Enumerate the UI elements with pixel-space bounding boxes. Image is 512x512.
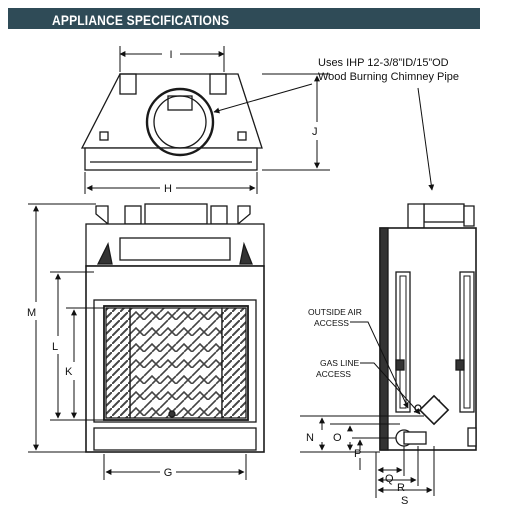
dimension-label-g: G (164, 467, 173, 479)
gas-line-leader (360, 362, 421, 415)
dimension-h (84, 172, 258, 194)
dimension-label-m: M (27, 307, 36, 319)
side-view (379, 203, 477, 451)
dimension-label-q: Q (385, 473, 394, 485)
dimension-j (262, 73, 330, 171)
dimension-label-n: N (306, 432, 314, 444)
dimension-g (103, 454, 247, 480)
herringbone-firebrick (129, 307, 223, 419)
outside-air-leader (350, 321, 409, 409)
outside-air-label-line1: OUTSIDE AIR (308, 307, 362, 317)
dimension-label-r: R (397, 482, 405, 494)
chimney-leader (213, 83, 313, 114)
outside-air-label-line2: ACCESS (314, 318, 349, 328)
chimney-collar (145, 87, 215, 157)
top-view (80, 73, 263, 171)
dimension-k (66, 307, 104, 421)
chimney-leader-side (417, 87, 435, 191)
dimension-label-s: S (401, 495, 408, 507)
dimension-label-i: I (169, 49, 172, 61)
dimension-i (119, 46, 225, 72)
dimension-label-p: P (354, 448, 361, 460)
gas-line-label-line2: ACCESS (316, 369, 351, 379)
dimension-label-j: J (312, 126, 318, 138)
dimension-label-l: L (52, 341, 58, 353)
dimension-label-h: H (164, 183, 172, 195)
dimension-label-k: K (65, 366, 73, 378)
chimney-note-line2: Wood Burning Chimney Pipe (318, 71, 459, 83)
gas-line-label-line1: GAS LINE (320, 358, 360, 368)
dimension-m (28, 203, 96, 453)
header-bar (8, 8, 480, 29)
dimension-qrs (375, 446, 435, 498)
section-title: APPLIANCE SPECIFICATIONS (52, 12, 230, 28)
dimension-nop (300, 415, 424, 470)
dimension-label-o: O (333, 432, 342, 444)
chimney-note-line1: Uses IHP 12-3/8”ID/15”OD (318, 57, 449, 69)
front-view (85, 203, 265, 453)
